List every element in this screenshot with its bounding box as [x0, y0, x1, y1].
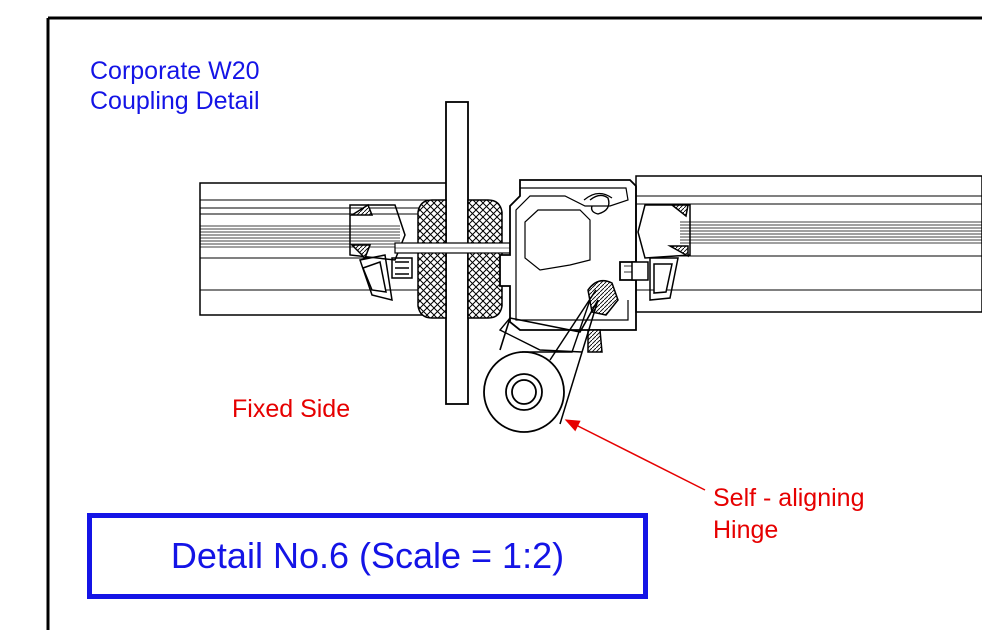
detail-caption-box: Detail No.6 (Scale = 1:2) [87, 513, 648, 599]
hinge-label-line-1: Self - aligning [713, 484, 865, 512]
left-frame-section [199, 182, 451, 316]
rubber-blocks [417, 199, 503, 319]
hinge-label-line-2: Hinge [713, 516, 779, 544]
hinge-leader-arrow [564, 419, 706, 491]
title-line-2: Coupling Detail [90, 87, 260, 115]
title-line-1: Corporate W20 [90, 57, 260, 85]
drawing-title: Corporate W20 Coupling Detail [90, 56, 260, 116]
detail-caption: Detail No.6 (Scale = 1:2) [170, 535, 565, 576]
hinge-label: Self - aligning Hinge [713, 482, 864, 546]
fixed-side-label: Fixed Side [232, 395, 351, 423]
coupling-profile [499, 179, 637, 331]
right-frame-section [631, 175, 982, 313]
sheet-border [46, 16, 982, 630]
hinge-knuckle [483, 289, 599, 433]
